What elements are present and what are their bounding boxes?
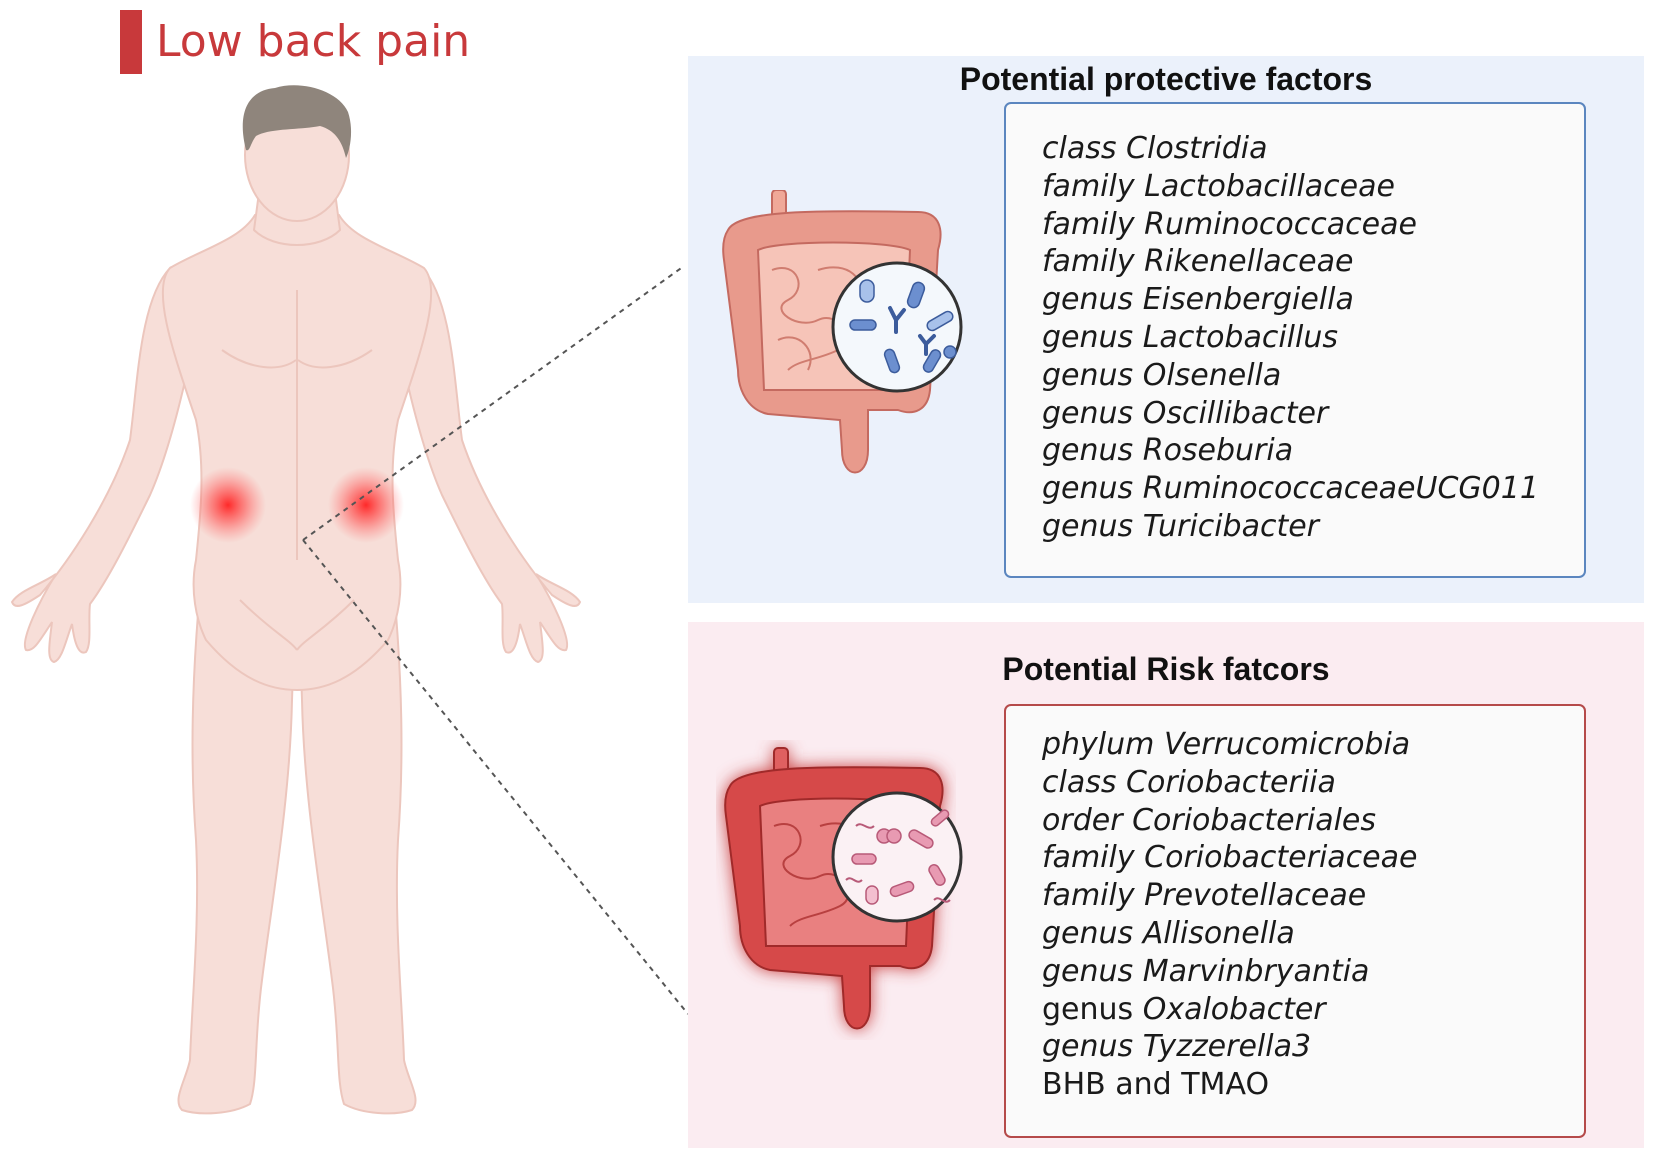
taxon-rank: family (1042, 206, 1135, 242)
taxon-name: Tyzzerella3 (1142, 1029, 1312, 1065)
taxon-rank: genus (1042, 319, 1134, 355)
taxon-rank: genus (1042, 1029, 1134, 1065)
risk-list-item: genus Marvinbryantia (1042, 953, 1584, 991)
protective-list-item: genus RuminococcaceaeUCG011 (1042, 470, 1584, 508)
pathogen-magnifier-icon (831, 791, 963, 923)
risk-factors-panel: Potential Risk fatcors (688, 622, 1644, 1148)
taxon-rank: order (1042, 802, 1123, 838)
taxon-name: Marvinbryantia (1142, 953, 1370, 989)
risk-list-item: family Prevotellaceae (1042, 877, 1584, 915)
protective-list-item: genus Roseburia (1042, 432, 1584, 470)
protective-list-item: family Rikenellaceae (1042, 243, 1584, 281)
taxon-rank: family (1042, 840, 1135, 876)
taxon-rank: family (1042, 244, 1135, 280)
taxon-rank: class (1042, 131, 1117, 166)
taxon-rank: genus (1042, 282, 1134, 318)
taxon-rank: genus (1042, 433, 1134, 469)
taxon-name: Lactobacillaceae (1144, 168, 1395, 204)
taxon-name: Coriobacteriaceae (1144, 840, 1418, 876)
risk-list-item: genus Oxalobacter (1042, 991, 1584, 1029)
taxon-rank: genus (1042, 471, 1134, 507)
taxon-name: Rikenellaceae (1144, 244, 1354, 280)
risk-list-item: family Coriobacteriaceae (1042, 839, 1584, 877)
protective-list-item: genus Turicibacter (1042, 508, 1584, 546)
risk-list-item: BHB and TMAO (1042, 1066, 1584, 1104)
taxon-rank: phylum (1042, 727, 1155, 762)
taxon-name: Prevotellaceae (1144, 878, 1367, 914)
taxon-name: Clostridia (1126, 131, 1268, 166)
taxon-rank: genus (1042, 357, 1134, 393)
human-body-icon (10, 85, 582, 1115)
taxon-rank: family (1042, 878, 1135, 914)
risk-heading: Potential Risk fatcors (1002, 651, 1330, 687)
protective-factors-panel: Potential protective factors cl (688, 56, 1644, 603)
taxon-name: Roseburia (1142, 433, 1294, 469)
title-accent-bar (120, 10, 142, 74)
protective-list-item: genus Olsenella (1042, 357, 1584, 395)
protective-list-item: genus Oscillibacter (1042, 395, 1584, 433)
taxon-rank: genus (1042, 508, 1134, 544)
protective-heading: Potential protective factors (959, 61, 1373, 97)
taxon-name: Eisenbergiella (1142, 282, 1354, 318)
taxon-name: Coriobacteriia (1126, 764, 1336, 800)
risk-list-item: phylum Verrucomicrobia (1042, 726, 1584, 764)
taxon-rank: BHB and TMAO (1042, 1067, 1270, 1103)
risk-list-item: genus Allisonella (1042, 915, 1584, 953)
pain-glow-left (190, 467, 266, 543)
protective-list-item: genus Lactobacillus (1042, 319, 1584, 357)
protective-list-item: family Lactobacillaceae (1042, 168, 1584, 206)
microbes-magnifier-icon (831, 261, 963, 393)
protective-list-item: genus Eisenbergiella (1042, 281, 1584, 319)
taxon-rank: class (1042, 764, 1117, 800)
taxon-name: Ruminococcaceae (1144, 206, 1417, 242)
taxon-name: Coriobacteriales (1132, 802, 1377, 838)
taxon-name: Turicibacter (1142, 508, 1320, 544)
taxon-name: RuminococcaceaeUCG011 (1142, 471, 1539, 507)
risk-list-item: order Coriobacteriales (1042, 802, 1584, 840)
taxon-name: Allisonella (1142, 915, 1295, 951)
figure-title: Low back pain (156, 16, 471, 67)
risk-list-item: genus Tyzzerella3 (1042, 1028, 1584, 1066)
taxon-name: Verrucomicrobia (1163, 727, 1411, 762)
taxon-rank: genus (1042, 991, 1134, 1027)
taxon-name: Oxalobacter (1142, 991, 1326, 1027)
taxon-name: Olsenella (1142, 357, 1282, 393)
protective-list-item: class Clostridia (1042, 130, 1584, 168)
taxon-name: Oscillibacter (1142, 395, 1329, 431)
protective-list-item: family Ruminococcaceae (1042, 206, 1584, 244)
taxon-rank: genus (1042, 915, 1134, 951)
taxon-rank: genus (1042, 395, 1134, 431)
taxon-rank: genus (1042, 953, 1134, 989)
taxon-rank: family (1042, 168, 1135, 204)
risk-list-item: class Coriobacteriia (1042, 764, 1584, 802)
pain-glow-right (328, 467, 404, 543)
taxon-name: Lactobacillus (1142, 319, 1338, 355)
